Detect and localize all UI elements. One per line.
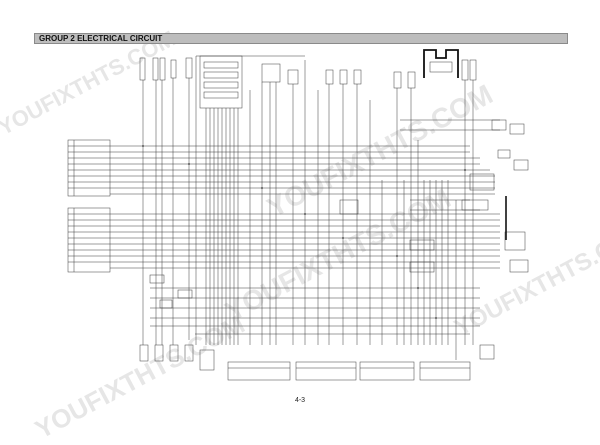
left-connector-table-2 [67, 207, 111, 273]
bottom-connectors [139, 344, 495, 381]
left-connector-table-1 [67, 139, 111, 197]
right-components [149, 119, 529, 309]
section-header: GROUP 2 ELECTRICAL CIRCUIT [34, 33, 568, 44]
page-number: 4-3 [294, 397, 306, 404]
junction-dots [142, 145, 466, 319]
vertical-wires [142, 56, 474, 360]
top-connectors [139, 55, 477, 109]
section-title: GROUP 2 ELECTRICAL CIRCUIT [39, 34, 163, 43]
electrical-circuit-diagram [67, 49, 529, 381]
heater-outline [423, 49, 459, 78]
